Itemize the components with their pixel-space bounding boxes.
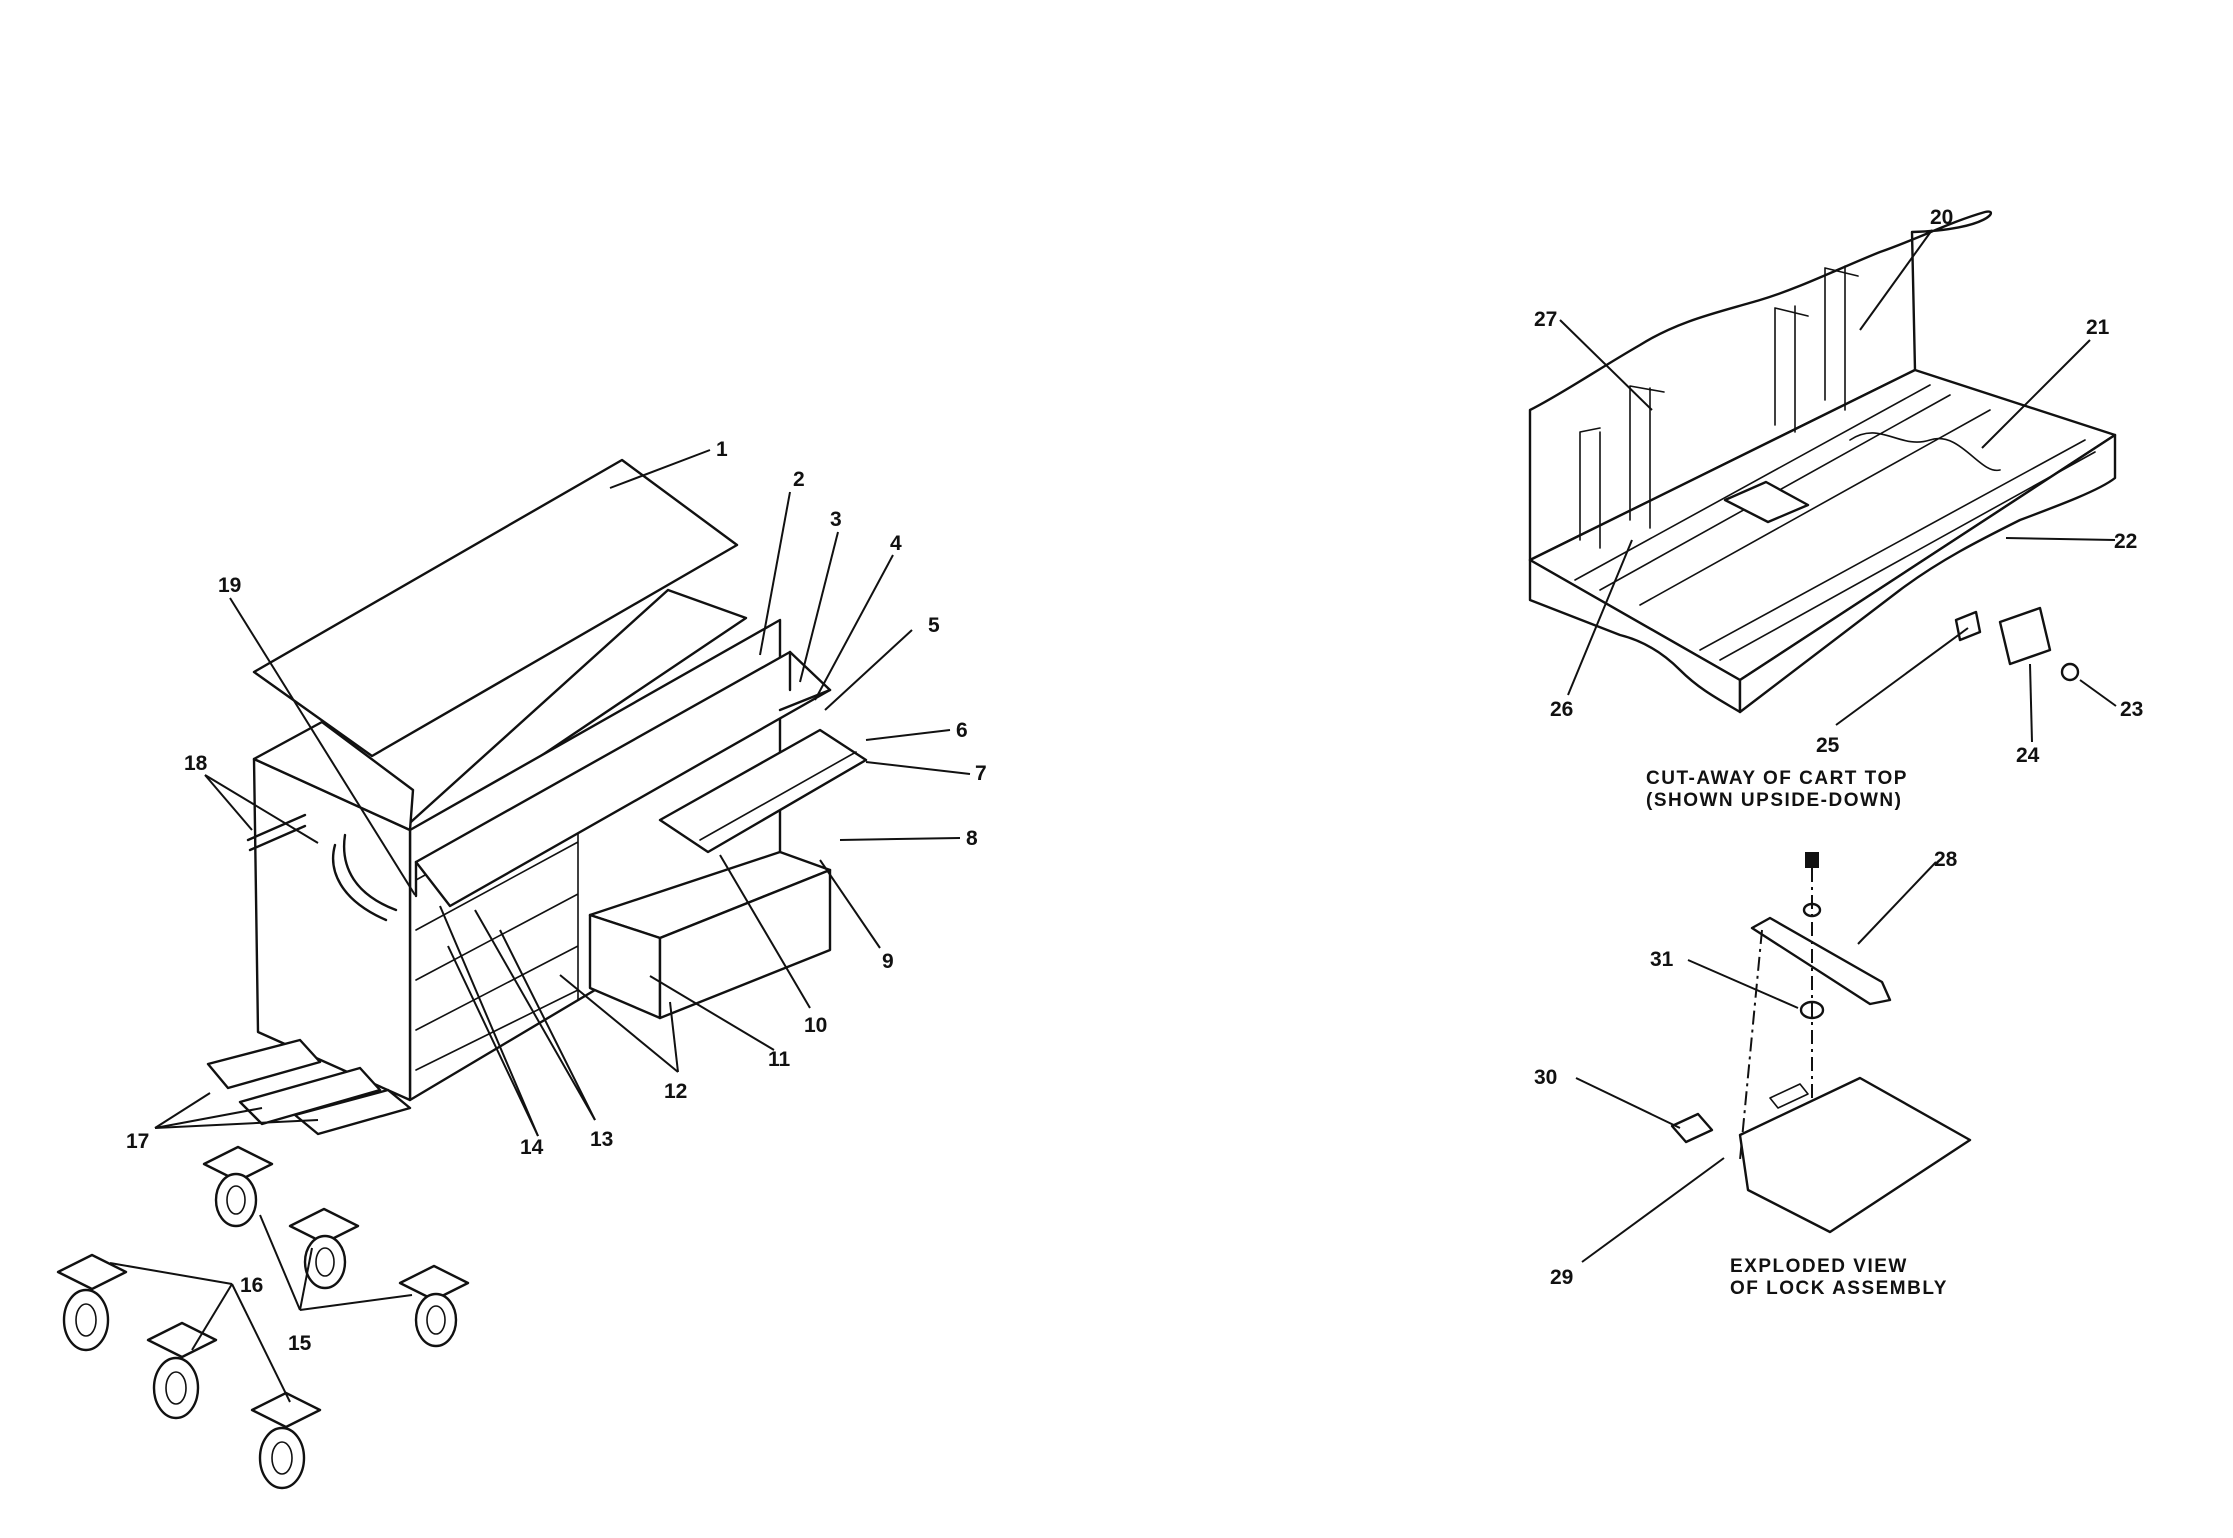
top-mat (252, 458, 739, 758)
part-number-12: 12 (664, 1080, 687, 1103)
part-number-4: 4 (890, 532, 902, 555)
leader-lines-right (1559, 229, 2117, 1263)
part-number-23: 23 (2120, 698, 2143, 721)
part-number-5: 5 (928, 614, 940, 637)
part-number-30: 30 (1534, 1066, 1557, 1089)
part-number-13: 13 (590, 1128, 613, 1151)
cart-top-caption-line2: (SHOWN UPSIDE-DOWN) (1646, 790, 1902, 811)
lock-cable (1849, 432, 2001, 472)
part-number-22: 22 (2114, 530, 2137, 553)
part-number-27: 27 (1534, 308, 1557, 331)
part-number-19: 19 (218, 574, 241, 597)
lock-body-24 (1998, 606, 2052, 666)
lock-caption-line2: OF LOCK ASSEMBLY (1730, 1278, 1948, 1299)
tool-cart-assembly (206, 458, 868, 1136)
part-number-11: 11 (768, 1048, 791, 1071)
lock-cam-28 (1750, 916, 1892, 1006)
part-number-24: 24 (2016, 744, 2040, 767)
drawer-slide-5 (414, 650, 832, 898)
lock-plate (1723, 480, 1810, 524)
part-number-1: 1 (716, 438, 728, 461)
hinge-brackets (1579, 265, 1859, 549)
part-number-10: 10 (804, 1014, 827, 1037)
part-number-7: 7 (975, 762, 987, 785)
swivel-caster (202, 1145, 274, 1228)
part-number-15: 15 (288, 1332, 312, 1355)
rigid-caster (56, 1253, 128, 1352)
lock-bracket-25 (1954, 610, 1982, 642)
part-number-14: 14 (520, 1136, 544, 1159)
lock-assembly (1670, 852, 1972, 1234)
lock-base-plate (1738, 1076, 1972, 1234)
cart-top-caption-line1: CUT-AWAY OF CART TOP (1646, 768, 1908, 789)
rigid-caster (250, 1391, 322, 1490)
part-number-8: 8 (966, 827, 978, 850)
base-rail-2 (238, 1066, 382, 1126)
side-handle (331, 833, 398, 922)
cabinet-top-edge (252, 720, 415, 832)
rigid-caster (146, 1321, 218, 1420)
cart-top-front-lip (1528, 558, 1742, 714)
lock-cylinder-23 (2060, 662, 2080, 682)
part-number-31: 31 (1650, 948, 1674, 971)
part-number-26: 26 (1550, 698, 1573, 721)
leader-lines-left (109, 449, 971, 1403)
lock-caption-line1: EXPLODED VIEW (1730, 1256, 1908, 1277)
lock-tab-30 (1670, 1112, 1714, 1144)
part-number-29: 29 (1550, 1266, 1573, 1289)
part-number-18: 18 (184, 752, 208, 775)
cart-top-cutaway (1528, 210, 2117, 714)
part-number-16: 16 (240, 1274, 263, 1297)
part-number-9: 9 (882, 950, 894, 973)
part-number-17: 17 (126, 1130, 149, 1153)
base-rail-3 (293, 1088, 412, 1136)
part-number-21: 21 (2086, 316, 2110, 339)
part-number-3: 3 (830, 508, 842, 531)
casters (56, 1145, 470, 1490)
base-rail-1 (206, 1038, 322, 1090)
part-number-25: 25 (1816, 734, 1840, 757)
part-number-6: 6 (956, 719, 968, 742)
part-number-28: 28 (1934, 848, 1958, 871)
swivel-caster (288, 1207, 360, 1290)
swivel-caster (398, 1264, 470, 1348)
part-number-2: 2 (793, 468, 805, 491)
part-number-20: 20 (1930, 206, 1953, 229)
